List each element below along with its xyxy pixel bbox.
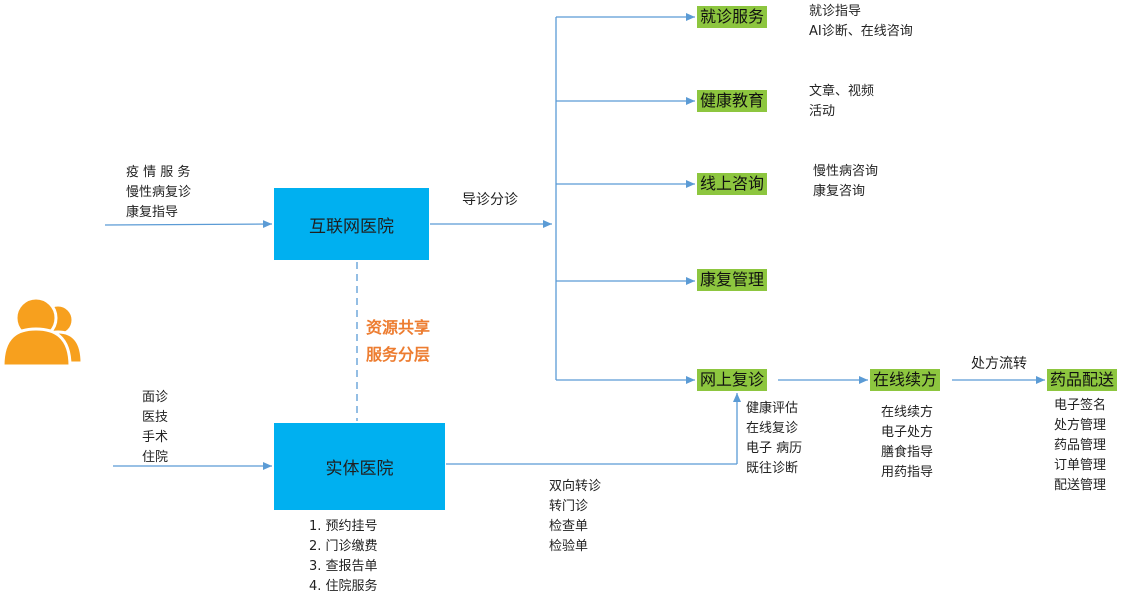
referral-item: 检验单 [549, 539, 589, 554]
internet-hospital-box: 互联网医院 [274, 188, 429, 260]
top-input-item: 康复指导 [126, 205, 179, 220]
note-item: 订单管理 [1054, 458, 1107, 473]
service-layering-line: 服务分层 [366, 345, 431, 364]
note-item: 就诊指导 [809, 4, 862, 19]
service-box-2: 健康教育 [697, 90, 768, 112]
service-label: 就诊服务 [700, 7, 765, 26]
note-item: 既往诊断 [746, 461, 799, 476]
note-item: 健康评估 [746, 401, 799, 416]
internet-hospital-label: 互联网医院 [309, 216, 394, 237]
note-item: 处方管理 [1054, 418, 1107, 433]
service-notes-5: 健康评估 在线复诊 电子 病历 既往诊断 [746, 399, 802, 479]
referral-item: 检查单 [549, 519, 589, 534]
service-label: 健康教育 [700, 91, 765, 110]
prescription-flow-label: 处方流转 [971, 356, 1027, 372]
physical-service-item: 2. 门诊缴费 [309, 539, 378, 554]
bottom-input-item: 手术 [142, 430, 169, 445]
referral-item: 转门诊 [549, 499, 589, 514]
note-item: 在线续方 [881, 405, 934, 420]
bottom-input-item: 住院 [142, 450, 169, 465]
note-item: 慢性病咨询 [813, 164, 879, 179]
bottom-input-list: 面诊 医技 手术 住院 [142, 388, 168, 468]
note-item: 配送管理 [1054, 478, 1107, 493]
top-input-list: 疫 情 服 务 慢性病复诊 康复指导 [126, 163, 191, 223]
note-item: 用药指导 [881, 465, 934, 480]
service-label: 线上咨询 [700, 174, 765, 193]
renewal-label: 在线续方 [873, 370, 938, 389]
physical-services-list: 1. 预约挂号 2. 门诊缴费 3. 查报告单 4. 住院服务 [309, 517, 378, 597]
service-notes-3: 慢性病咨询 康复咨询 [813, 162, 878, 202]
service-box-1: 就诊服务 [697, 6, 768, 28]
top-input-item: 慢性病复诊 [126, 185, 192, 200]
top-input-item: 疫 情 服 务 [126, 165, 191, 180]
renewal-notes: 在线续方 电子处方 膳食指导 用药指导 [881, 403, 933, 483]
service-box-3: 线上咨询 [697, 173, 768, 195]
note-item: 在线复诊 [746, 421, 799, 436]
note-item: 康复咨询 [813, 184, 866, 199]
arrow-to-internet-hospital [104, 220, 273, 229]
referral-item: 双向转诊 [549, 479, 602, 494]
note-item: AI诊断、在线咨询 [809, 24, 913, 39]
referral-list: 双向转诊 转门诊 检查单 检验单 [549, 477, 601, 557]
user-group-icon [1, 296, 84, 368]
physical-service-item: 4. 住院服务 [309, 579, 378, 594]
delivery-label: 药品配送 [1050, 370, 1115, 389]
service-box-5: 网上复诊 [697, 369, 768, 391]
service-label: 网上复诊 [700, 370, 765, 389]
note-item: 药品管理 [1054, 438, 1107, 453]
delivery-notes: 电子签名 处方管理 药品管理 订单管理 配送管理 [1054, 396, 1106, 496]
resource-sharing-line: 资源共享 [366, 318, 431, 337]
physical-hospital-box: 实体医院 [274, 423, 445, 510]
triage-label: 导诊分诊 [462, 192, 518, 208]
renewal-box: 在线续方 [870, 369, 941, 391]
service-notes-2: 文章、视频 活动 [809, 82, 874, 122]
physical-hospital-label: 实体医院 [325, 459, 394, 479]
physical-service-item: 1. 预约挂号 [309, 519, 378, 534]
physical-service-item: 3. 查报告单 [309, 559, 378, 574]
note-item: 电子处方 [881, 425, 934, 440]
bottom-input-item: 医技 [142, 410, 169, 425]
note-item: 活动 [809, 104, 836, 119]
note-item: 电子 病历 [746, 441, 803, 456]
service-label: 康复管理 [700, 270, 765, 289]
note-item: 膳食指导 [881, 445, 934, 460]
resource-sharing-label: 资源共享 服务分层 [366, 314, 430, 368]
bottom-input-item: 面诊 [142, 390, 169, 405]
note-item: 电子签名 [1054, 398, 1107, 413]
note-item: 文章、视频 [809, 84, 875, 99]
delivery-box: 药品配送 [1047, 369, 1118, 391]
service-box-4: 康复管理 [697, 269, 768, 291]
service-notes-1: 就诊指导 AI诊断、在线咨询 [809, 2, 913, 42]
